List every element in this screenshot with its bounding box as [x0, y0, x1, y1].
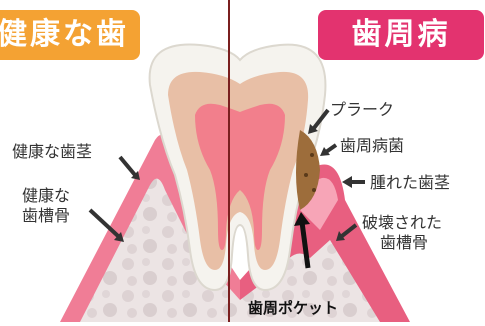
healthy-tooth-header: 健康な歯 — [0, 10, 140, 60]
label-healthy-bone-line1: 健康な — [22, 186, 71, 205]
label-plaque: プラーク — [330, 100, 395, 119]
label-periodontal-pocket: 歯周ポケット — [248, 299, 339, 317]
arrow-plaque — [308, 108, 330, 134]
label-bacteria: 歯周病菌 — [340, 136, 405, 155]
bacteria-dot — [310, 153, 314, 157]
arrow-destroyed-bone — [336, 223, 358, 241]
destroyed-bone-shape — [240, 240, 380, 322]
label-destroyed-bone-line1: 破壊された — [362, 213, 443, 232]
healthy-bone-shape — [80, 178, 240, 322]
arrow-swollen-gum — [342, 176, 365, 188]
label-healthy-gum: 健康な歯茎 — [12, 142, 93, 161]
bacteria-dot — [304, 173, 308, 177]
pulp-shape — [195, 103, 285, 250]
arrow-bacteria — [320, 143, 338, 156]
label-swollen-gum: 腫れた歯茎 — [370, 173, 451, 192]
periodontal-disease-header: 歯周病 — [318, 10, 484, 60]
arrow-pocket — [294, 212, 311, 269]
arrow-healthy-bone — [88, 208, 124, 242]
arrow-healthy-gum — [118, 155, 140, 180]
label-healthy-bone-line2: 歯槽骨 — [22, 206, 71, 225]
label-destroyed-bone-line2: 歯槽骨 — [380, 233, 429, 252]
bacteria-dot — [312, 188, 316, 192]
